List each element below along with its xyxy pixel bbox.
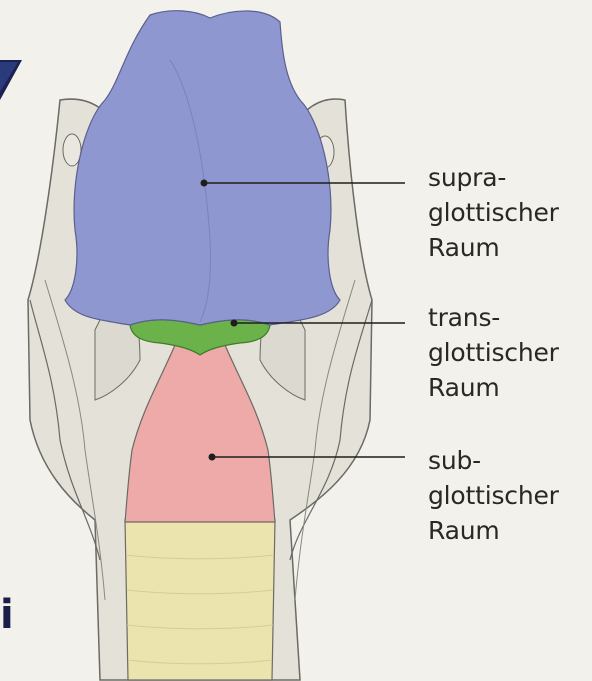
label-supraglottic: supra- glottischer Raum (428, 160, 588, 265)
label-transglottic: trans- glottischer Raum (428, 300, 588, 405)
label-supraglottic-line1: supra- (428, 160, 588, 195)
label-supraglottic-line2: glottischer (428, 195, 588, 230)
label-subglottic: sub- glottischer Raum (428, 443, 588, 548)
label-transglottic-line3: Raum (428, 370, 588, 405)
label-transglottic-line1: trans- (428, 300, 588, 335)
label-supraglottic-line3: Raum (428, 230, 588, 265)
label-subglottic-line3: Raum (428, 513, 588, 548)
trachea (125, 520, 275, 680)
corner-glyph: i (0, 590, 22, 640)
label-subglottic-line2: glottischer (428, 478, 588, 513)
slash-mark (0, 60, 22, 100)
label-subglottic-line1: sub- (428, 443, 588, 478)
label-transglottic-line2: glottischer (428, 335, 588, 370)
